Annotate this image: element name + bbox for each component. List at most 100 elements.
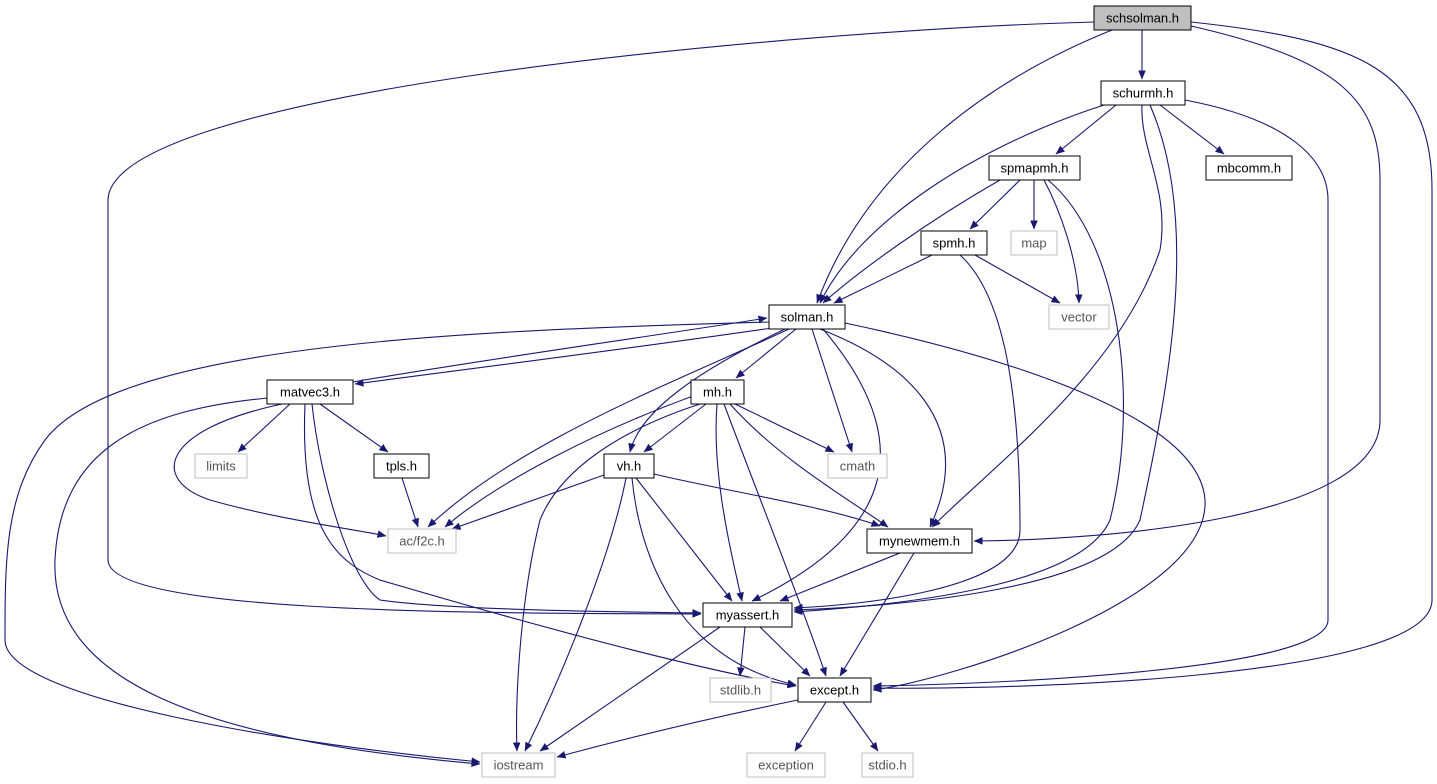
edge-mh-to-vh [643,403,707,453]
node-stdlib[interactable]: stdlib.h [709,677,772,703]
node-box-except [797,677,872,703]
node-iostream[interactable]: iostream [481,752,556,778]
node-limits[interactable]: limits [194,453,248,479]
node-label-iostream: iostream [494,758,544,773]
edge-vh-to-except [631,477,797,687]
node-label-map: map [1021,236,1046,251]
edge-schurmh-to-mbcomm [1159,104,1225,155]
edge-mh-to-cmath [734,403,835,453]
edge-spmh-to-solman [833,254,933,304]
edge-vh-to-iostream [524,477,627,752]
edge-solman-to-mh [735,328,797,379]
node-vh[interactable]: vh.h [603,453,655,479]
node-label-schsolman: schsolman.h [1106,11,1179,26]
node-myassert[interactable]: myassert.h [702,602,793,628]
edge-except-to-exception [794,701,827,752]
node-label-vector: vector [1061,310,1097,325]
node-box-mynewmem [866,528,973,554]
node-label-f2c: ac/f2c.h [399,534,445,549]
edge-solman-to-mynewmem [819,328,947,528]
node-box-schurmh [1100,80,1186,106]
node-box-stdio [861,752,914,778]
dependency-edges [4,21,1433,768]
node-label-limits: limits [206,459,236,474]
node-box-limits [194,453,248,479]
node-spmh[interactable]: spmh.h [920,230,988,256]
node-label-exception: exception [758,758,814,773]
node-box-spmapmh [988,155,1081,181]
node-box-vh [603,453,655,479]
edge-matvec3-to-solman [352,315,768,383]
node-box-iostream [481,752,556,778]
edge-myassert-to-stdlib [737,626,746,677]
node-label-mh: mh.h [703,385,732,400]
node-box-spmh [920,230,988,256]
node-f2c[interactable]: ac/f2c.h [387,528,457,554]
edge-schurmh-to-myassert [793,104,1178,614]
node-solman[interactable]: solman.h [768,304,846,330]
node-except[interactable]: except.h [797,677,872,703]
node-mh[interactable]: mh.h [690,379,745,405]
node-label-schurmh: schurmh.h [1113,86,1174,101]
edge-tpls-to-f2c [401,477,419,528]
edge-mh-to-except [723,403,827,677]
edge-matvec3-to-iostream [54,397,481,768]
edge-matvec3-to-myassert [311,403,702,617]
node-stdio[interactable]: stdio.h [861,752,914,778]
node-vector[interactable]: vector [1048,304,1110,330]
node-label-vh: vh.h [617,459,642,474]
edge-mh-to-f2c [444,395,694,528]
node-matvec3[interactable]: matvec3.h [266,379,354,405]
node-map[interactable]: map [1010,230,1058,256]
edge-matvec3-to-limits [237,403,291,453]
edge-mynewmem-to-except [839,552,915,677]
node-box-map [1010,230,1058,256]
node-box-stdlib [709,677,772,703]
node-label-matvec3: matvec3.h [280,385,340,400]
edge-matvec3-to-tpls [319,403,389,453]
node-mbcomm[interactable]: mbcomm.h [1205,155,1293,181]
node-box-matvec3 [266,379,354,405]
node-label-spmh: spmh.h [933,236,976,251]
node-exception[interactable]: exception [746,752,826,778]
edge-mh-to-mynewmem [729,403,889,528]
edge-solman-to-matvec3 [354,327,773,387]
node-tpls[interactable]: tpls.h [373,453,430,479]
node-label-cmath: cmath [840,459,875,474]
node-label-tpls: tpls.h [386,459,417,474]
node-schurmh[interactable]: schurmh.h [1100,80,1186,106]
edge-matvec3-to-except [303,403,797,689]
node-label-stdio: stdio.h [868,758,906,773]
node-box-mh [690,379,745,405]
edge-spmapmh-to-vector [1043,179,1083,304]
edge-vh-to-mynewmem [653,473,881,527]
edge-schurmh-to-solman [819,104,1105,304]
edge-matvec3-to-f2c [173,403,387,538]
node-label-myassert: myassert.h [716,608,780,623]
edge-schurmh-to-except [872,99,1329,690]
node-label-spmapmh: spmapmh.h [1001,161,1069,176]
edge-spmh-to-myassert [793,254,1021,612]
node-cmath[interactable]: cmath [827,453,888,479]
node-box-tpls [373,453,430,479]
edge-myassert-to-iostream [539,626,721,752]
node-box-mbcomm [1205,155,1293,181]
edge-spmapmh-to-myassert [793,179,1124,616]
node-schsolman: schsolman.h [1093,5,1192,31]
edge-solman-to-except [844,322,1206,693]
node-label-mbcomm: mbcomm.h [1217,161,1281,176]
edge-spmapmh-to-spmh [969,179,1021,230]
edge-except-to-iostream [556,699,799,759]
node-mynewmem[interactable]: mynewmem.h [866,528,973,554]
edge-schsolman-to-except [872,21,1433,692]
node-label-except: except.h [810,683,859,698]
edge-schsolman-to-myassert [107,21,1095,618]
node-box-cmath [827,453,888,479]
node-label-solman: solman.h [781,310,834,325]
node-box-solman [768,304,846,330]
edge-mynewmem-to-myassert [779,552,901,602]
node-label-stdlib: stdlib.h [720,683,761,698]
node-spmapmh[interactable]: spmapmh.h [988,155,1081,181]
edge-schsolman-to-mynewmem [973,25,1381,545]
